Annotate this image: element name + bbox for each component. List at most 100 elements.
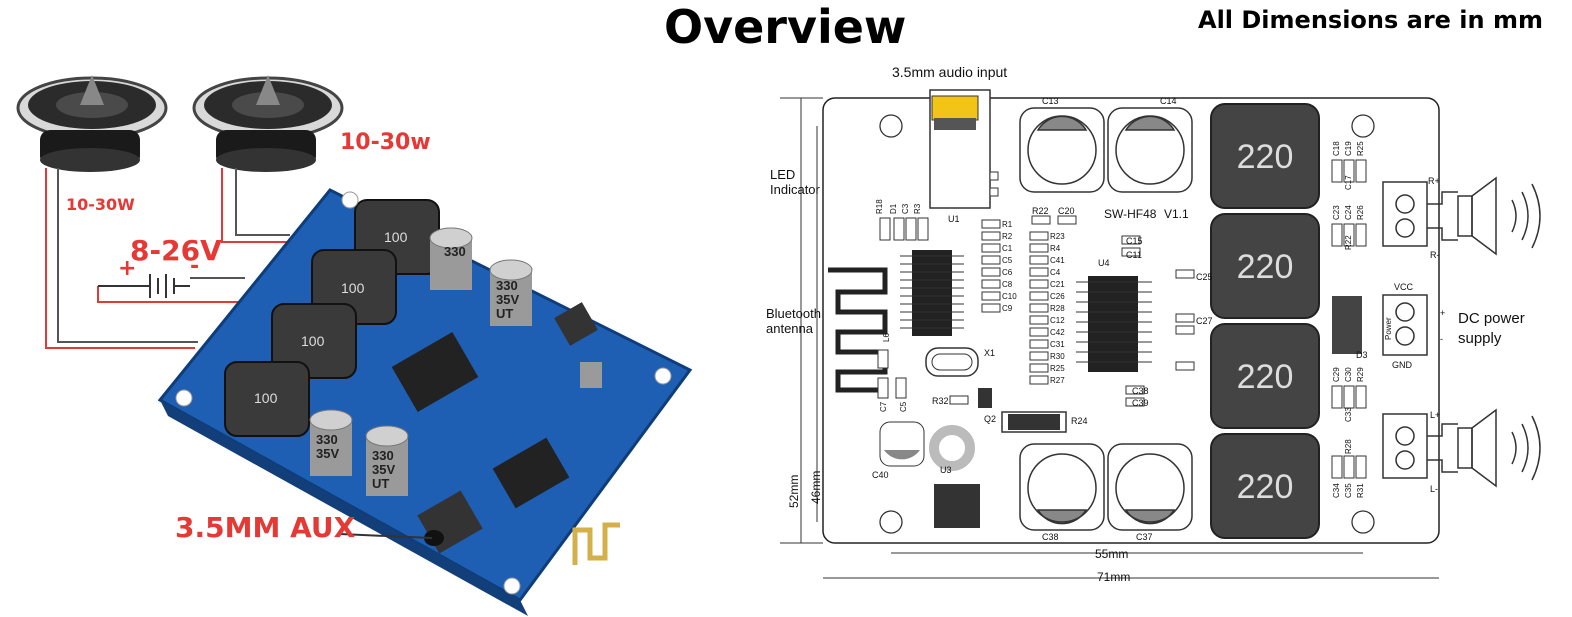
l-minus-label: L- — [1430, 484, 1438, 494]
u4-label: U4 — [1098, 258, 1110, 268]
aux-label: 3.5MM AUX — [175, 511, 356, 544]
c40-label: C40 — [872, 470, 889, 480]
comp-label: C9 — [1002, 304, 1013, 313]
comp-label: R30 — [1050, 352, 1065, 361]
r26-label: R26 — [1356, 205, 1365, 220]
antenna-trace — [572, 522, 620, 565]
c29-label: C29 — [1332, 367, 1341, 382]
inductor-text: 100 — [301, 333, 325, 349]
dim-55: 55mm — [1095, 547, 1128, 561]
inductor-text: 100 — [341, 280, 365, 296]
c35-label: C35 — [1344, 483, 1353, 498]
bt-label-line2: antenna — [766, 321, 813, 336]
comp-label: R18 — [875, 199, 884, 214]
comp-label: R25 — [1050, 364, 1065, 373]
inductor-text: 100 — [384, 229, 408, 245]
comp-label: R2 — [1002, 232, 1013, 241]
speaker-icons — [1427, 176, 1541, 488]
comp-label: C5 — [1002, 256, 1013, 265]
x1-label: X1 — [984, 348, 995, 358]
c30-label: C30 — [1344, 367, 1353, 382]
power-label: Power — [1384, 317, 1393, 340]
r-minus-label: R- — [1430, 250, 1440, 260]
comp-label: R23 — [1050, 232, 1065, 241]
c24-label: C24 — [1344, 205, 1353, 220]
board-outline — [822, 97, 1440, 544]
l6-label: L6 — [882, 333, 891, 342]
c15-label: C15 — [1126, 236, 1143, 246]
c17-label: C17 — [1344, 175, 1353, 190]
c38-label: C38 — [1042, 532, 1059, 542]
comp-label: C41 — [1050, 256, 1065, 265]
r-plus-label: R+ — [1428, 176, 1440, 186]
inductor-blocks — [224, 199, 440, 437]
speaker-right-icon — [192, 75, 344, 172]
comp-label: D1 — [889, 203, 898, 214]
c20-label: C20 — [1058, 206, 1075, 216]
antenna-trace-icon — [828, 267, 888, 393]
capacitor-group — [309, 227, 602, 496]
board-name: SW-HF48 — [1104, 207, 1157, 221]
cap-text: 35V — [496, 292, 519, 307]
c14-label: C14 — [1160, 96, 1177, 106]
inductor-value: 220 — [1237, 138, 1294, 176]
comp-label: C10 — [1002, 292, 1017, 301]
vcc-label: VCC — [1394, 282, 1414, 292]
comp-label: C1 — [1002, 244, 1013, 253]
voltage-label: 8-26V — [130, 234, 222, 267]
dc-label-line2: supply — [1458, 330, 1502, 347]
c13-label: C13 — [1042, 96, 1059, 106]
speaker-left-label: 10-30W — [66, 195, 135, 214]
comp-label: C4 — [1050, 268, 1061, 277]
dc-plus: + — [1440, 308, 1445, 318]
r25-label: R25 — [1356, 141, 1365, 156]
inductor-icons — [1210, 103, 1320, 539]
comp-label: R4 — [1050, 244, 1061, 253]
plus-sign: + — [118, 256, 137, 281]
r28b-label: R28 — [1344, 439, 1353, 454]
comp-label: C42 — [1050, 328, 1065, 337]
c38b-label: C38 — [1132, 386, 1149, 396]
led-label-line1: LED — [770, 167, 796, 182]
c33-label: C33 — [1344, 407, 1353, 422]
comp-label: R3 — [913, 203, 922, 214]
comp-label: C6 — [1002, 268, 1013, 277]
cap-text: 35V — [372, 462, 395, 477]
bluetooth-chip — [492, 437, 570, 509]
dim-71: 71mm — [1097, 570, 1130, 584]
dim-46: 46mm — [809, 471, 823, 504]
comp-label: R27 — [1050, 376, 1065, 385]
c18-label: C18 — [1332, 141, 1341, 156]
c34-label: C34 — [1332, 483, 1341, 498]
cap-text: 330 — [496, 278, 518, 293]
c11-label: C11 — [1126, 250, 1142, 260]
audio-input-label: 3.5mm audio input — [892, 64, 1008, 80]
c19-label: C19 — [1344, 141, 1353, 156]
comp-label: C8 — [1002, 280, 1013, 289]
c5-label: C5 — [899, 401, 908, 412]
audio-jack-icon — [929, 89, 999, 209]
speaker-left-icon — [16, 75, 168, 172]
inductor-value: 220 — [1237, 358, 1294, 396]
c37-label: C37 — [1136, 532, 1153, 542]
l-plus-label: L+ — [1430, 410, 1440, 420]
comp-label: C3 — [901, 203, 910, 214]
board-version: V1.1 — [1164, 207, 1189, 221]
comp-label: C21 — [1050, 280, 1065, 289]
comp-label: R1 — [1002, 220, 1013, 229]
comp-label: C31 — [1050, 340, 1065, 349]
page-title: Overview — [664, 0, 907, 54]
c7-label: C7 — [879, 401, 888, 412]
r24-label: R24 — [1071, 416, 1088, 426]
d3-label: D3 — [1356, 350, 1368, 360]
r31-label: R31 — [1356, 483, 1365, 498]
bt-label-line1: Bluetooth — [766, 306, 821, 321]
product-photo: 100 100 100 100 330 330 35V 330 35V UT 3… — [16, 75, 693, 616]
speaker-right-label: 10-30w — [340, 130, 431, 155]
connectors — [1382, 181, 1428, 479]
inductor-value: 220 — [1237, 248, 1294, 286]
inductor-value: 220 — [1237, 468, 1294, 506]
cap-text: 35V — [316, 446, 339, 461]
battery-icon — [98, 274, 190, 298]
c23-label: C23 — [1332, 205, 1341, 220]
